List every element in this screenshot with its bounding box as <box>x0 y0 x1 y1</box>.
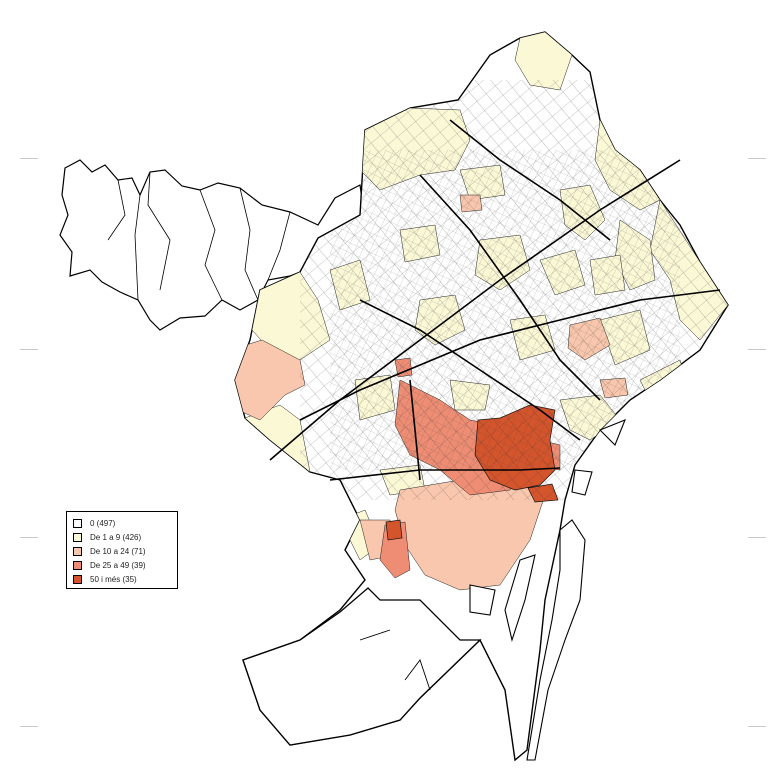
frame-tick-right-4 <box>748 726 766 727</box>
legend-label: De 10 a 24 (71) <box>90 546 146 556</box>
legend-item: De 1 a 9 (426) <box>73 530 177 544</box>
southern-zone-inner <box>359 629 431 691</box>
legend-item: De 10 a 24 (71) <box>73 544 177 558</box>
legend-item: De 25 a 49 (39) <box>73 558 177 572</box>
frame-tick-right-3 <box>748 537 766 538</box>
main-avenues <box>269 119 721 481</box>
legend-item: 0 (497) <box>73 516 177 530</box>
legend-item: 50 i més (35) <box>73 572 177 586</box>
legend-label: 50 i més (35) <box>90 574 137 584</box>
legend-swatch <box>73 518 82 528</box>
street-network-fine <box>330 150 680 470</box>
legend-label: De 25 a 49 (39) <box>90 560 146 570</box>
legend-swatch <box>73 574 82 584</box>
legend-swatch <box>73 546 82 556</box>
frame-tick-right-2 <box>748 349 766 350</box>
frame-tick-left-1 <box>20 158 38 159</box>
legend-swatch <box>73 532 82 542</box>
frame-tick-left-3 <box>20 537 38 538</box>
frame-tick-left-4 <box>20 726 38 727</box>
legend-swatch <box>73 560 82 570</box>
map-legend: 0 (497) De 1 a 9 (426) De 10 a 24 (71) D… <box>66 511 178 589</box>
frame-tick-right-1 <box>748 158 766 159</box>
frame-tick-left-2 <box>20 349 38 350</box>
port-structures <box>469 419 626 761</box>
southern-zone-outline <box>242 587 482 746</box>
legend-label: 0 (497) <box>90 518 116 528</box>
western-hills-inner-lines <box>107 171 291 301</box>
legend-label: De 1 a 9 (426) <box>90 532 142 542</box>
